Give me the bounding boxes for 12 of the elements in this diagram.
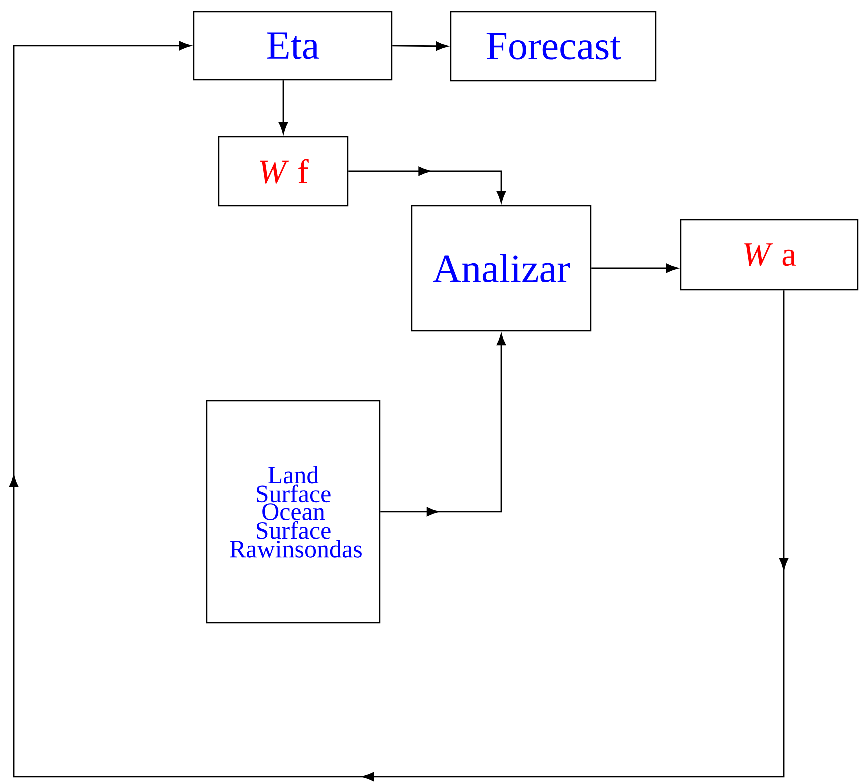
arrow bbox=[380, 334, 506, 516]
process-box: Land Surface Ocean Surface Rawinsondas bbox=[206, 400, 381, 624]
arrow bbox=[392, 42, 448, 51]
process-box: W f bbox=[218, 136, 349, 207]
arrow bbox=[10, 41, 789, 782]
arrow bbox=[592, 264, 678, 273]
process-box: W a bbox=[680, 219, 859, 291]
process-box: Eta bbox=[193, 11, 393, 81]
arrow bbox=[279, 80, 288, 134]
process-box: Forecast bbox=[450, 11, 657, 82]
arrow bbox=[348, 166, 506, 204]
process-box: Analizar bbox=[411, 205, 592, 332]
